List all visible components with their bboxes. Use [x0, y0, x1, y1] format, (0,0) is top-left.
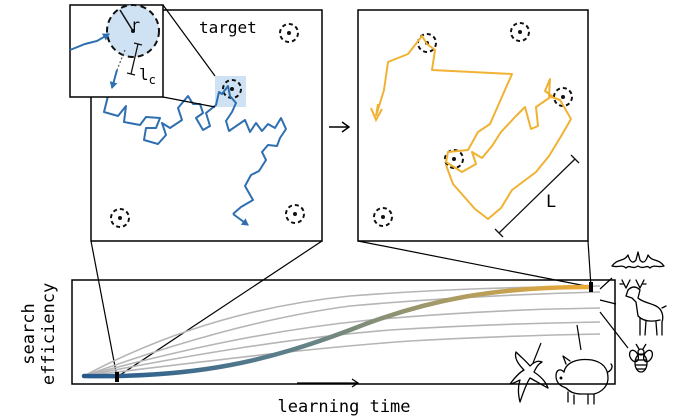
panel-arrow	[329, 121, 351, 133]
radius-line	[119, 9, 134, 32]
deer-icon	[619, 279, 667, 336]
orange-walk	[375, 35, 572, 220]
efficiency-curve	[81, 284, 593, 379]
radius-label: r	[131, 16, 140, 34]
blue-random-walk	[103, 85, 287, 215]
target-label: target	[199, 18, 257, 37]
target-bottom-left	[110, 208, 130, 228]
target-r2	[510, 22, 530, 42]
zoom-inset: r lc	[69, 4, 216, 108]
y-axis-label-line1: search	[19, 303, 39, 364]
efficiency-plot: learning time search efficiency	[19, 240, 629, 417]
y-axis-label-line2: efficiency	[39, 283, 59, 385]
pig-icon	[555, 355, 613, 405]
step-length-label: l	[139, 65, 149, 84]
step-length-subscript: c	[149, 73, 156, 87]
step-length-bracket	[126, 42, 143, 76]
target-top-right	[279, 23, 299, 43]
svg-text:lc: lc	[139, 65, 156, 87]
flight-length-bracket	[494, 154, 580, 238]
flight-length-label: L	[546, 192, 556, 212]
start-marker	[115, 372, 119, 382]
bat-icon	[611, 251, 665, 269]
bird-icon	[509, 351, 549, 403]
target-r5	[373, 207, 393, 227]
x-axis-label: learning time	[277, 397, 410, 417]
end-marker	[589, 282, 593, 292]
time-arrow	[297, 378, 360, 388]
bee-icon	[628, 343, 654, 373]
right-search-panel: L	[357, 9, 589, 242]
target-bottom-right	[285, 204, 305, 224]
